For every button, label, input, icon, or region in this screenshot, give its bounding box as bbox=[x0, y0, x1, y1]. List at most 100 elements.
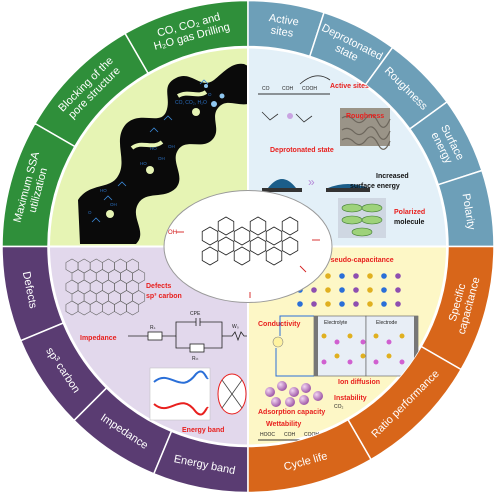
pore-3 bbox=[106, 210, 114, 218]
svg-text:O: O bbox=[88, 210, 92, 215]
svg-text:HO: HO bbox=[140, 161, 147, 166]
aromatic-ring bbox=[233, 246, 251, 266]
adsorption-bubbles bbox=[265, 381, 323, 407]
adsorption-bubble bbox=[301, 383, 311, 393]
aromatic-ring bbox=[217, 236, 235, 256]
conductivity-label: Conductivity bbox=[258, 321, 300, 328]
transition-arrows: » bbox=[308, 175, 315, 189]
redox-ion bbox=[395, 287, 401, 293]
cell-ion bbox=[386, 339, 392, 345]
redox-ion bbox=[297, 301, 303, 307]
co2-label: CO₂ bbox=[334, 404, 344, 410]
cell-ions bbox=[321, 333, 405, 365]
electrode-plate-right bbox=[414, 316, 418, 376]
svg-text:OH: OH bbox=[158, 156, 165, 161]
aromatic-ring bbox=[265, 246, 283, 266]
gas-label: CO, CO₂, H₂O bbox=[175, 100, 207, 106]
cpe-label: CPE bbox=[190, 311, 201, 317]
droplet-before bbox=[268, 179, 296, 188]
cell-ion bbox=[373, 333, 379, 339]
cell-ion bbox=[321, 333, 327, 339]
ring-sector-bottom-left-4 bbox=[152, 430, 249, 493]
pore-2 bbox=[146, 166, 154, 174]
cell-ion bbox=[334, 339, 340, 345]
aromatic-ring bbox=[249, 236, 267, 256]
redox-ion bbox=[353, 287, 359, 293]
svg-text:OH: OH bbox=[110, 202, 117, 207]
aromatic-ring bbox=[217, 216, 235, 236]
redox-ion bbox=[367, 287, 373, 293]
cell-ion bbox=[321, 359, 327, 365]
defects-panel: Defects sp³ carbon Impedance Rₛ CPE Rₜₜ … bbox=[65, 258, 248, 434]
ring-label-top-right-1: Activesites bbox=[266, 12, 299, 40]
rs-label: Rₛ bbox=[150, 325, 156, 331]
electrolyte-cell bbox=[313, 315, 367, 377]
redox-ion bbox=[353, 273, 359, 279]
proton-ion bbox=[287, 113, 293, 119]
pseudo-capacitance-label: Pseudo-capacitance bbox=[326, 257, 394, 264]
ring-sector-bottom-right-3 bbox=[247, 418, 373, 493]
wo-label: W₀ bbox=[232, 324, 239, 330]
pore-channel-2 bbox=[130, 140, 164, 150]
gas-bubble-3 bbox=[204, 84, 208, 88]
cell-ion bbox=[399, 359, 405, 365]
svg-text:HO: HO bbox=[100, 188, 107, 193]
gas-bubble-2 bbox=[219, 93, 225, 99]
adsorption-label: Adsorption capacity bbox=[258, 409, 325, 416]
group-cooh-b: COOH bbox=[304, 432, 319, 438]
redox-ion bbox=[367, 301, 373, 307]
electrode-label: Electrode bbox=[376, 320, 397, 326]
defects-label: Defects bbox=[146, 283, 171, 290]
adsorption-bubble bbox=[285, 397, 295, 407]
group-coh: COH bbox=[282, 86, 294, 92]
redox-ion bbox=[339, 287, 345, 293]
graphene-hexagon bbox=[126, 300, 139, 316]
sp3-label: sp³ carbon bbox=[146, 293, 182, 300]
cell-ion bbox=[386, 353, 392, 359]
adsorption-bubble bbox=[289, 387, 299, 397]
gas-bubble-1 bbox=[211, 101, 217, 107]
ring-sector-bottom-left-3 bbox=[72, 386, 173, 475]
group-coh-b: COH bbox=[284, 432, 296, 438]
surface-groups bbox=[91, 79, 209, 223]
center-molecule: OH bbox=[163, 190, 333, 303]
equivalent-circuit bbox=[128, 318, 248, 353]
pore-channel-1 bbox=[176, 90, 208, 98]
aromatic-ring bbox=[233, 226, 251, 246]
group-hooc: HOOC bbox=[260, 432, 275, 438]
roughness-label: Roughness bbox=[346, 113, 384, 120]
dirac-cone bbox=[221, 379, 243, 409]
cell-ion bbox=[399, 333, 405, 339]
group-cooh: COOH bbox=[302, 86, 317, 92]
ring-label-top-right-5: Polarity bbox=[460, 193, 478, 232]
ring-sector-bottom-left-1 bbox=[1, 245, 65, 342]
polar-molecule-3 bbox=[341, 215, 363, 225]
deprotonated-label: Deprotonated state bbox=[270, 147, 334, 154]
cell-ion bbox=[373, 359, 379, 365]
active-sites-label: Active sites bbox=[330, 83, 369, 90]
redox-ion bbox=[325, 301, 331, 307]
increased-label: Increased bbox=[376, 173, 409, 180]
redox-ion bbox=[395, 273, 401, 279]
ring-sector-top-left-2 bbox=[33, 32, 150, 148]
aromatic-ring bbox=[249, 216, 267, 236]
rct-label: Rₜₜ bbox=[192, 356, 199, 362]
redox-ion bbox=[367, 273, 373, 279]
ion-diffusion-label: Ion diffusion bbox=[338, 379, 380, 386]
polar-molecule-5 bbox=[351, 227, 373, 237]
aromatic-ring bbox=[201, 246, 219, 266]
center-oh-label: OH bbox=[168, 230, 177, 236]
adsorption-bubble bbox=[313, 391, 323, 401]
redox-ion bbox=[381, 273, 387, 279]
polar-molecule-2 bbox=[361, 203, 383, 213]
svg-text:HO: HO bbox=[150, 146, 157, 151]
band-surface-lower bbox=[153, 402, 209, 416]
redox-ion bbox=[311, 287, 317, 293]
wettability-label: Wettability bbox=[266, 421, 301, 428]
oxygen-groups bbox=[176, 231, 320, 298]
group-co: CO bbox=[262, 86, 270, 92]
cell-ion bbox=[334, 353, 340, 359]
